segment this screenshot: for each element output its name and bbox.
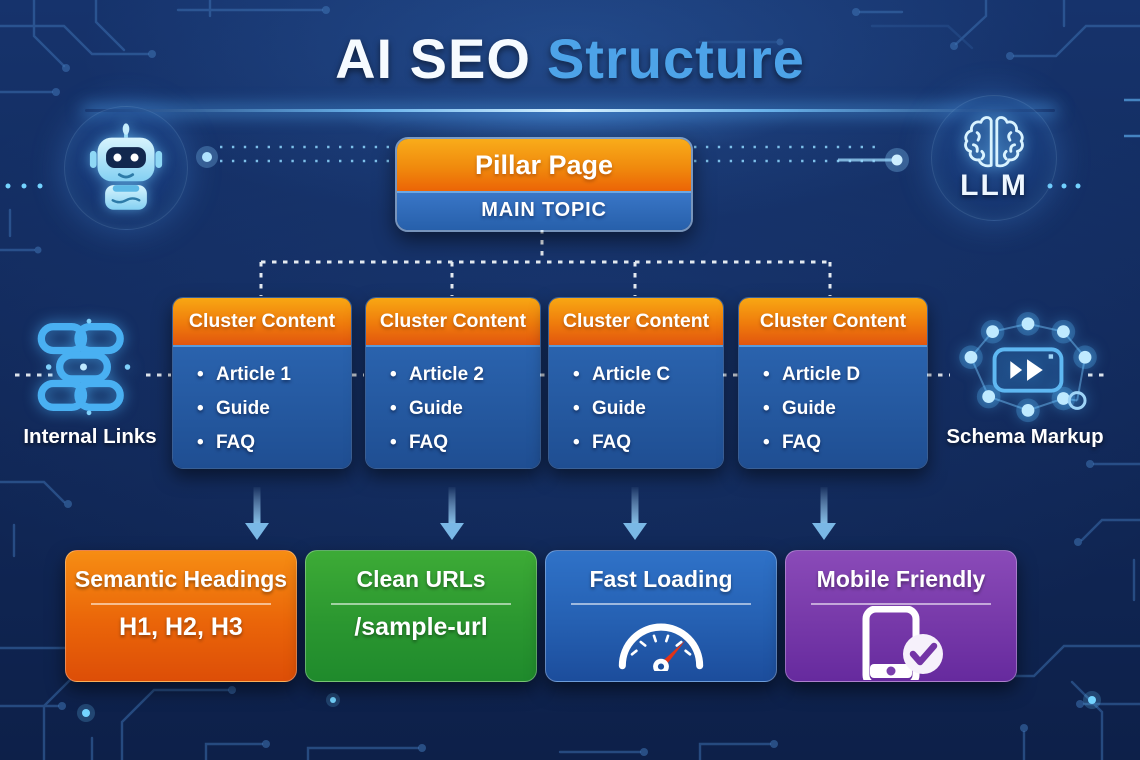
cluster-item: Guide <box>390 392 540 426</box>
cluster-item: Guide <box>573 392 723 426</box>
cluster-box-1: Cluster Content Article 1 Guide FAQ <box>172 297 352 469</box>
feature-box-semantic-headings: Semantic Headings H1, H2, H3 <box>65 550 297 682</box>
schema-markup-label: Schema Markup <box>946 425 1104 448</box>
feature-title: Semantic Headings <box>74 566 288 592</box>
cluster-item: FAQ <box>197 426 351 460</box>
cluster-box-3: Cluster Content Article C Guide FAQ <box>548 297 724 469</box>
divider <box>331 603 511 605</box>
cluster-box-4: Cluster Content Article D Guide FAQ <box>738 297 928 469</box>
cluster-item: Article 1 <box>197 358 351 392</box>
llm-badge: LLM <box>931 95 1057 221</box>
feature-box-fast-loading: Fast Loading <box>545 550 777 682</box>
cluster-header: Cluster Content <box>173 298 351 345</box>
robot-badge <box>64 106 188 230</box>
cluster-header: Cluster Content <box>549 298 723 345</box>
llm-label: LLM <box>960 169 1028 202</box>
pillar-page-title: Pillar Page <box>397 139 691 191</box>
pillar-page-box: Pillar Page MAIN TOPIC <box>395 137 693 232</box>
cluster-item: Article C <box>573 358 723 392</box>
cluster-header: Cluster Content <box>366 298 540 345</box>
cluster-item: Guide <box>197 392 351 426</box>
feature-box-mobile-friendly: Mobile Friendly <box>785 550 1017 682</box>
cluster-item: FAQ <box>763 426 927 460</box>
cluster-item: Article 2 <box>390 358 540 392</box>
schema-nodes-icon <box>948 312 1108 430</box>
pillar-page-subtitle: MAIN TOPIC <box>397 191 691 230</box>
title-part-ai-seo: AI SEO <box>335 27 531 90</box>
internal-links-label: Internal Links <box>23 425 157 448</box>
divider <box>91 603 271 605</box>
down-arrow-icon <box>245 487 836 540</box>
divider <box>571 603 751 605</box>
pillar-cluster-connector <box>259 229 832 296</box>
feature-subtitle: H1, H2, H3 <box>119 612 243 641</box>
cluster-item: FAQ <box>390 426 540 460</box>
feature-title: Clean URLs <box>356 566 486 592</box>
title-part-structure: Structure <box>546 27 805 90</box>
feature-title: Fast Loading <box>589 566 733 592</box>
title-underline-glow <box>85 109 1055 112</box>
cluster-box-2: Cluster Content Article 2 Guide FAQ <box>365 297 541 469</box>
chain-links-icon <box>24 312 154 422</box>
robot-icon <box>89 123 163 210</box>
speedometer-icon <box>618 623 704 671</box>
divider <box>811 603 991 605</box>
cluster-header: Cluster Content <box>739 298 927 345</box>
feature-title: Mobile Friendly <box>816 566 986 592</box>
cluster-item: Guide <box>763 392 927 426</box>
mobile-check-icon <box>862 606 943 680</box>
feature-subtitle: /sample-url <box>354 612 488 641</box>
cluster-item: FAQ <box>573 426 723 460</box>
brain-icon <box>964 116 1024 168</box>
cluster-item: Article D <box>763 358 927 392</box>
feature-box-clean-urls: Clean URLs /sample-url <box>305 550 537 682</box>
